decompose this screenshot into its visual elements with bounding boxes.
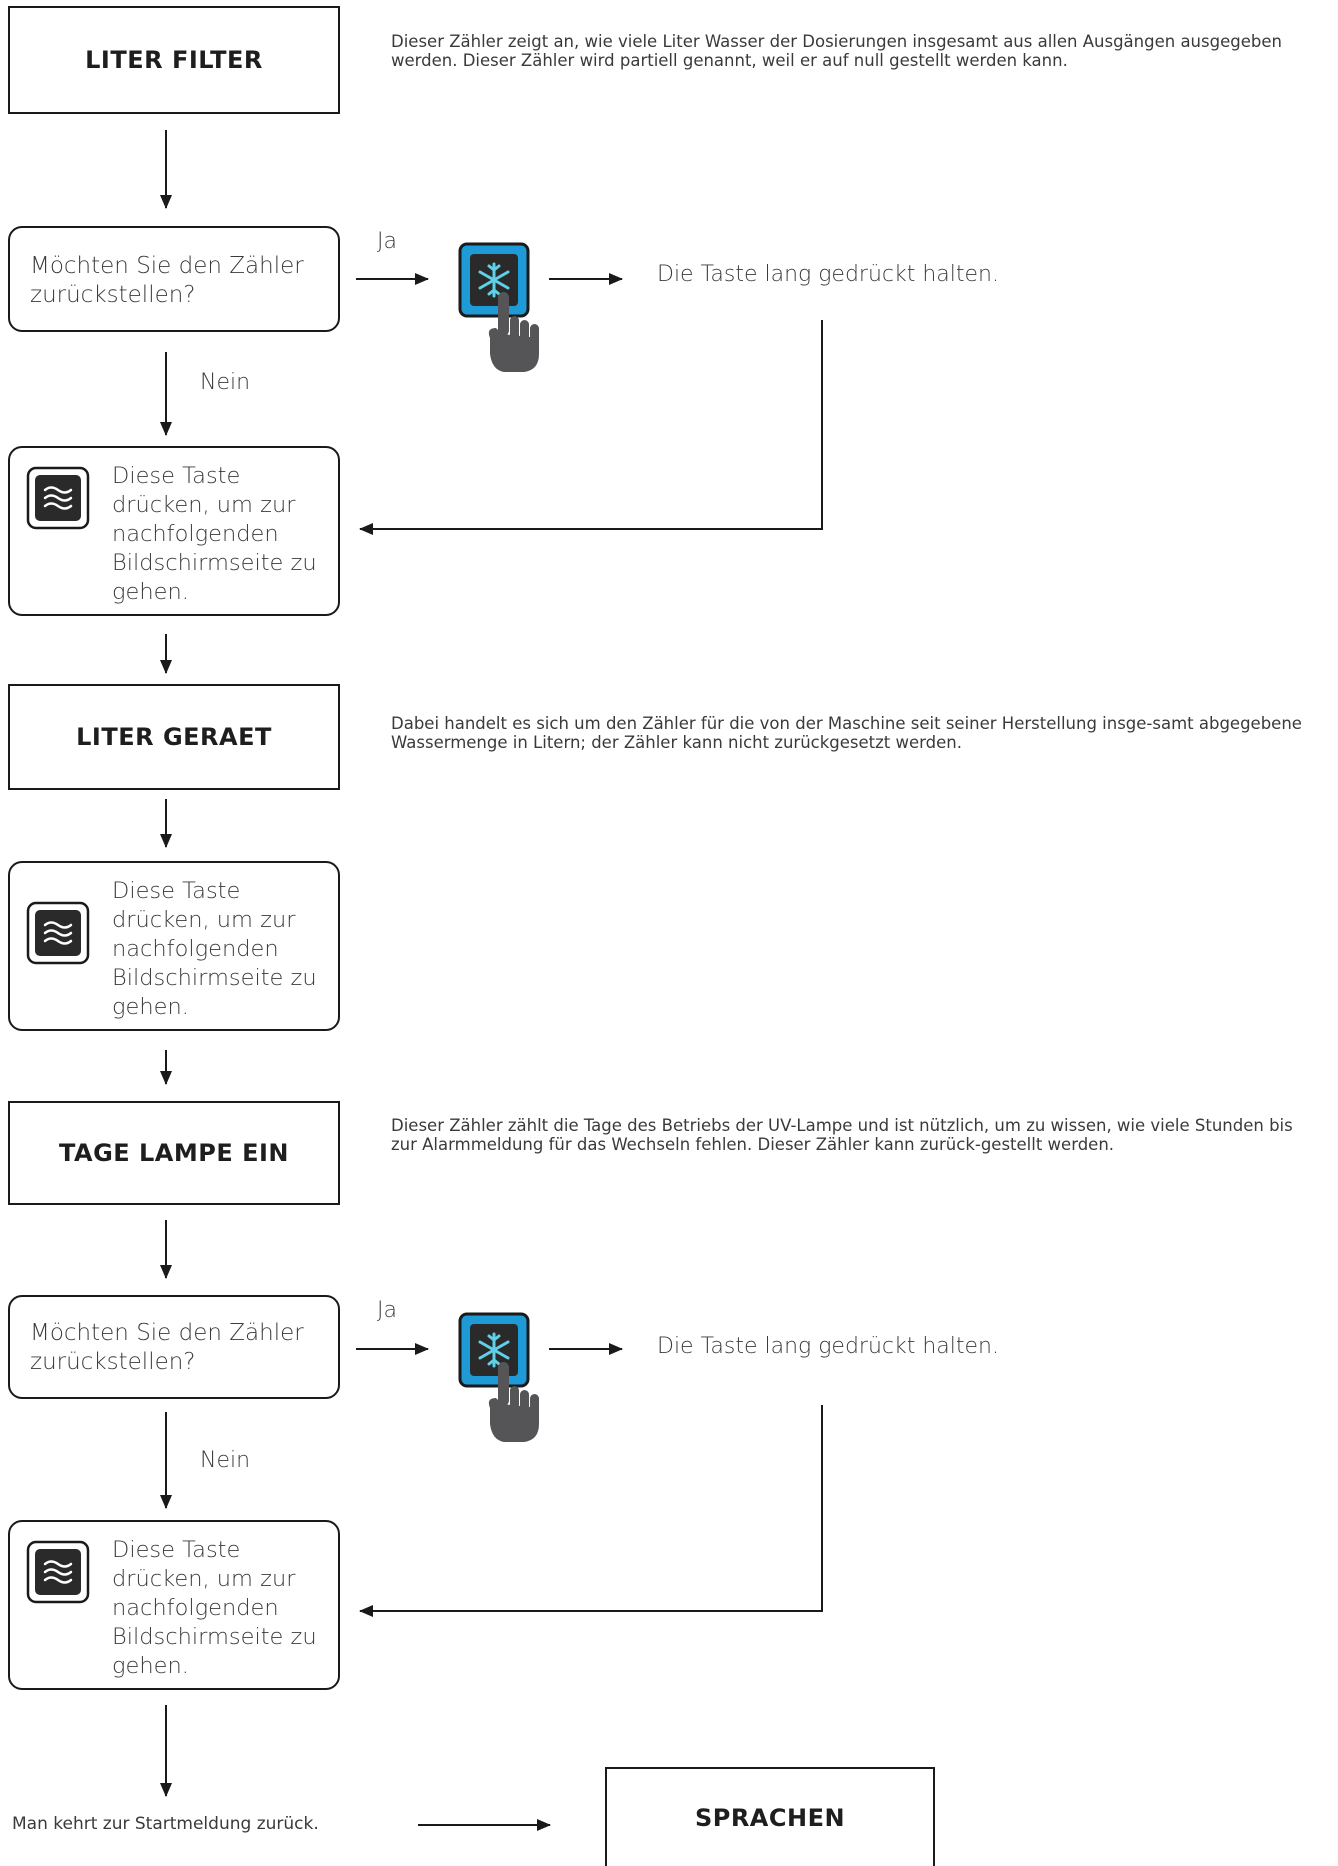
- tage-lampe-title: TAGE LAMPE EIN: [58, 1139, 290, 1167]
- reset-question-box-2: Möchten Sie den Zähler zurückstellen?: [8, 1295, 340, 1399]
- sprachen-box: SPRACHEN: [605, 1767, 935, 1866]
- waves-key-2[interactable]: [26, 901, 90, 965]
- tage-lampe-box: TAGE LAMPE EIN: [8, 1101, 340, 1205]
- yes-label-1: Ja: [377, 229, 397, 254]
- snowflake-icon: [478, 1332, 510, 1368]
- next-page-box-2: Diese Taste drücken, um zur nachfolgende…: [8, 861, 340, 1031]
- hold-key-text-2: Die Taste lang gedrückt halten.: [657, 1334, 999, 1359]
- liter-geraet-title: LITER GERAET: [76, 723, 272, 751]
- next-page-text-3: Diese Taste drücken, um zur nachfolgende…: [112, 1537, 317, 1679]
- reset-question-text-2: Möchten Sie den Zähler zurückstellen?: [30, 1320, 304, 1375]
- snowflake-key-2[interactable]: [458, 1312, 548, 1442]
- sprachen-title: SPRACHEN: [694, 1803, 846, 1832]
- no-label-2: Nein: [200, 1448, 251, 1473]
- next-page-text-1: Diese Taste drücken, um zur nachfolgende…: [112, 463, 317, 605]
- snowflake-icon: [478, 262, 510, 298]
- hold-key-text-1: Die Taste lang gedrückt halten.: [657, 262, 999, 287]
- liter-filter-box: LITER FILTER: [8, 6, 340, 114]
- waves-key-3[interactable]: [26, 1540, 90, 1604]
- waves-icon: [43, 486, 73, 510]
- pointing-hand-icon: [488, 292, 539, 372]
- liter-geraet-box: LITER GERAET: [8, 684, 340, 790]
- liter-filter-title: LITER FILTER: [85, 46, 263, 74]
- yes-label-2: Ja: [377, 1298, 397, 1323]
- waves-key-1[interactable]: [26, 466, 90, 530]
- next-page-text-2: Diese Taste drücken, um zur nachfolgende…: [112, 878, 317, 1020]
- reset-question-box-1: Möchten Sie den Zähler zurückstellen?: [8, 226, 340, 332]
- snowflake-key-1[interactable]: [458, 242, 548, 372]
- liter-geraet-description: Dabei handelt es sich um den Zähler für …: [391, 714, 1302, 752]
- next-page-box-1: Diese Taste drücken, um zur nachfolgende…: [8, 446, 340, 616]
- reset-question-text-1: Möchten Sie den Zähler zurückstellen?: [30, 253, 304, 308]
- liter-filter-description: Dieser Zähler zeigt an, wie viele Liter …: [391, 32, 1282, 70]
- return-line-1: [359, 320, 823, 535]
- waves-icon: [43, 1560, 73, 1584]
- return-line-2: [359, 1405, 823, 1617]
- waves-icon: [43, 921, 73, 945]
- next-page-box-3: Diese Taste drücken, um zur nachfolgende…: [8, 1520, 340, 1690]
- pointing-hand-icon: [488, 1362, 539, 1442]
- tage-lampe-description: Dieser Zähler zählt die Tage des Betrieb…: [391, 1116, 1293, 1154]
- return-to-start-text: Man kehrt zur Startmeldung zurück.: [12, 1814, 319, 1834]
- no-label-1: Nein: [200, 370, 251, 395]
